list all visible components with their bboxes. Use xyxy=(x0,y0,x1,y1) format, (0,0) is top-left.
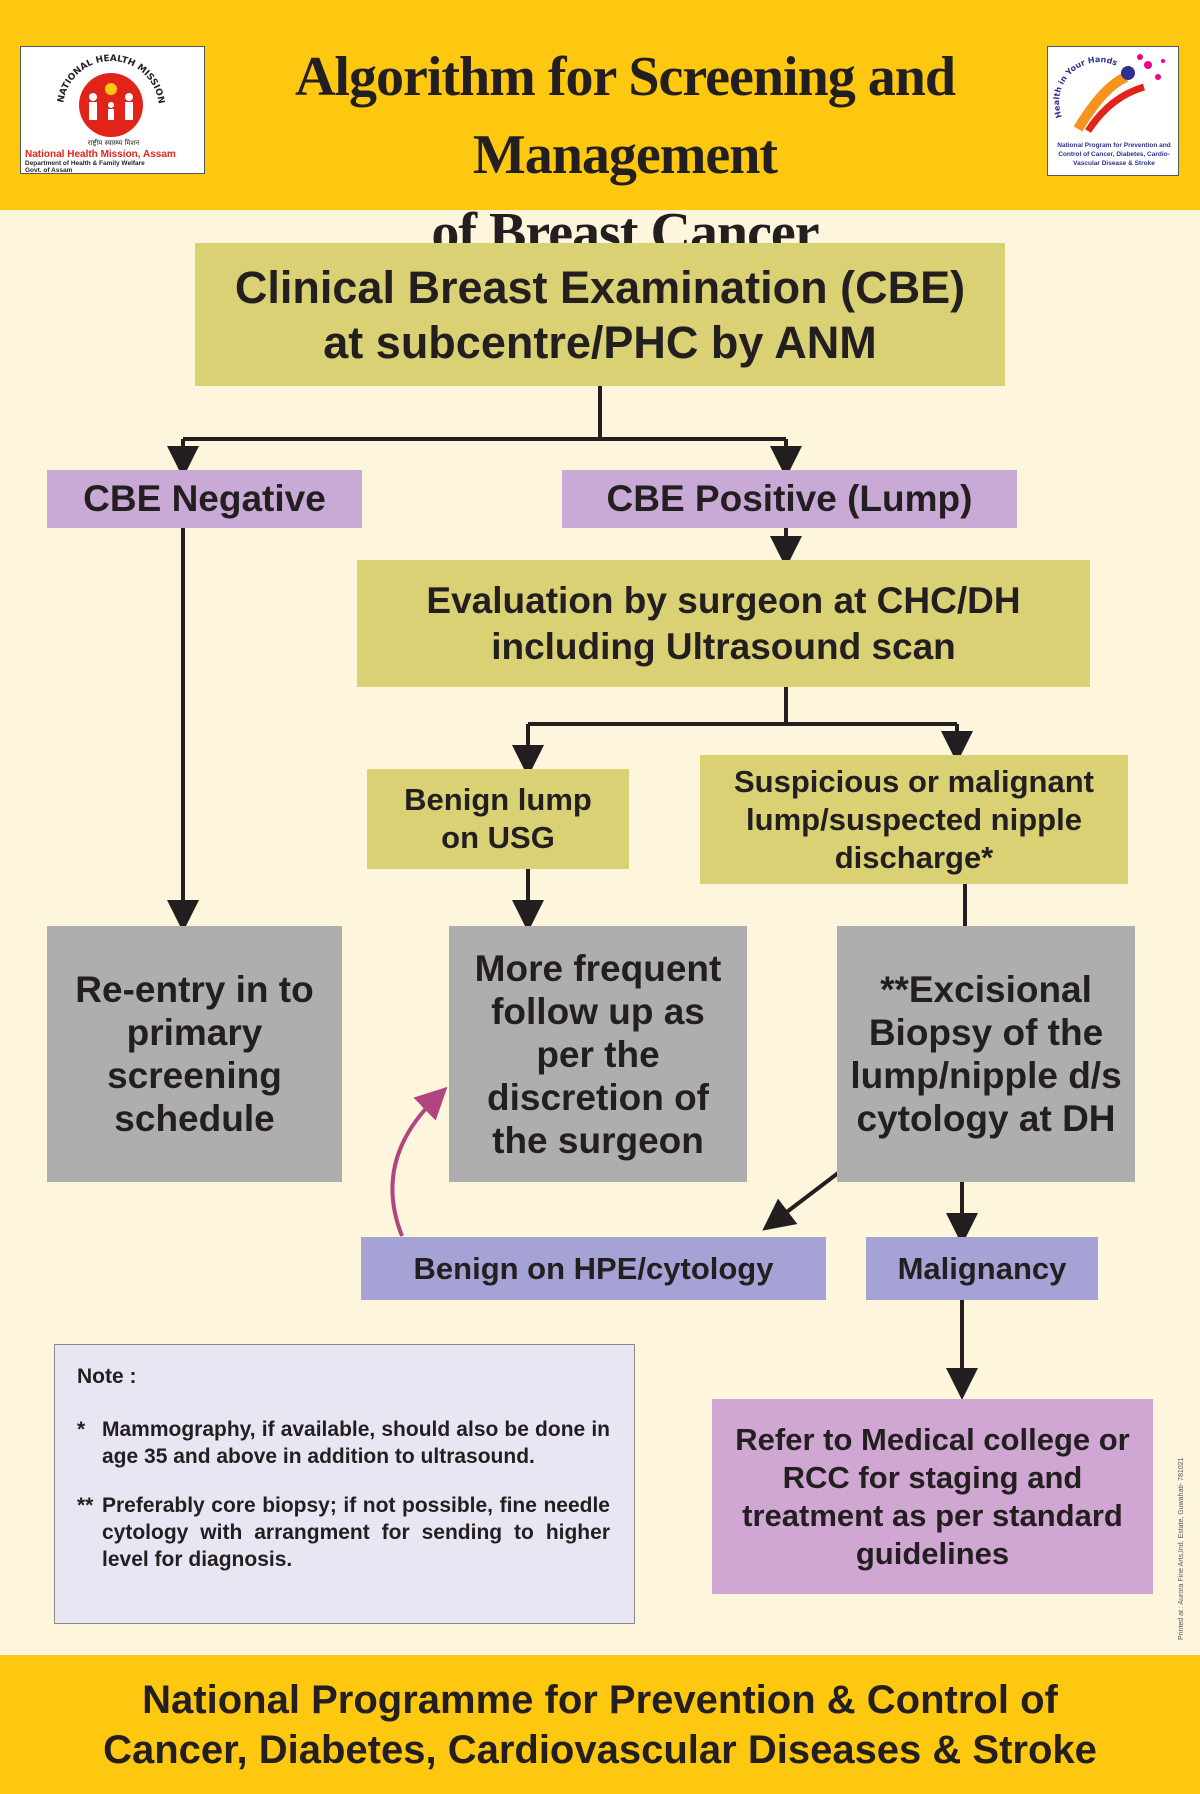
suspicious-box: Suspicious or malignant lump/suspected n… xyxy=(700,755,1128,884)
cbe-negative-text: CBE Negative xyxy=(83,478,326,519)
footer-band: National Programme for Prevention & Cont… xyxy=(0,1655,1200,1794)
health-in-your-hands-icon: Health in Your Hands xyxy=(1052,54,1165,133)
nhm-logo-line2: Department of Health & Family Welfare xyxy=(25,160,145,167)
cbe-text: Clinical Breast Examination (CBE) at sub… xyxy=(234,261,966,368)
note-box: Note : * Mammography, if available, shou… xyxy=(54,1344,635,1624)
cbe-box: Clinical Breast Examination (CBE) at sub… xyxy=(195,243,1005,386)
refer-box: Refer to Medical college or RCC for stag… xyxy=(712,1399,1153,1594)
benign-lump-box: Benign lump on USG xyxy=(367,769,629,869)
curved-arrow-benign-to-followup xyxy=(390,1086,448,1237)
biopsy-box: **Excisional Biopsy of the lump/nipple d… xyxy=(837,926,1135,1182)
note-text-2: Preferably core biopsy; if not possible,… xyxy=(102,1494,610,1571)
nhm-hindi-text: राष्ट्रीय स्वास्थ्य मिशन xyxy=(87,139,140,147)
follow-up-text: More frequent follow up as per the discr… xyxy=(474,947,722,1161)
reentry-box: Re-entry in to primary screening schedul… xyxy=(47,926,342,1182)
connector-cbe-split xyxy=(183,386,786,441)
nhm-logo-line1: National Health Mission, Assam xyxy=(25,149,176,160)
nhm-emblem-icon: NATIONAL HEALTH MISSION xyxy=(56,54,166,137)
benign-lump-text: Benign lump on USG xyxy=(404,782,592,855)
malignancy-box: Malignancy xyxy=(866,1237,1098,1300)
connector-eval-split xyxy=(528,687,957,726)
suspicious-text: Suspicious or malignant lump/suspected n… xyxy=(734,763,1094,875)
note-item-1: * Mammography, if available, should also… xyxy=(77,1416,610,1470)
npcdcs-logo: Health in Your Hands National Program fo… xyxy=(1047,46,1179,176)
note-heading: Note : xyxy=(77,1365,137,1388)
cbe-negative-box: CBE Negative xyxy=(47,470,362,528)
benign-hpe-text: Benign on HPE/cytology xyxy=(413,1250,774,1286)
printer-credit: Printed at : Aurora Fine Arts,Ind. Estat… xyxy=(1178,1457,1185,1641)
evaluation-text: Evaluation by surgeon at CHC/DH includin… xyxy=(426,579,1021,667)
title-line-1: Algorithm for Screening and Management xyxy=(294,46,956,186)
biopsy-text: **Excisional Biopsy of the lump/nipple d… xyxy=(850,969,1122,1139)
note-marker-2: ** xyxy=(77,1494,94,1517)
cbe-positive-text: CBE Positive (Lump) xyxy=(606,478,973,519)
note-text-1: Mammography, if available, should also b… xyxy=(102,1418,610,1468)
evaluation-box: Evaluation by surgeon at CHC/DH includin… xyxy=(357,560,1090,687)
reentry-text: Re-entry in to primary screening schedul… xyxy=(75,969,314,1139)
npcdcs-caption: National Program for Prevention and Cont… xyxy=(1057,142,1171,167)
footer-line-1: National Programme for Prevention & Cont… xyxy=(142,1678,1058,1722)
footer-line-2: Cancer, Diabetes, Cardiovascular Disease… xyxy=(103,1728,1097,1772)
benign-hpe-box: Benign on HPE/cytology xyxy=(361,1237,826,1300)
follow-up-box: More frequent follow up as per the discr… xyxy=(449,926,747,1182)
nhm-logo-line3: Govt. of Assam xyxy=(25,167,73,174)
nhm-assam-logo: NATIONAL HEALTH MISSION राष्ट्रीय स्वास्… xyxy=(20,46,205,174)
note-item-2: ** Preferably core biopsy; if not possib… xyxy=(77,1492,610,1573)
refer-text: Refer to Medical college or RCC for stag… xyxy=(735,1421,1130,1571)
malignancy-text: Malignancy xyxy=(897,1250,1067,1286)
note-marker-1: * xyxy=(77,1418,86,1441)
cbe-positive-box: CBE Positive (Lump) xyxy=(562,470,1017,528)
